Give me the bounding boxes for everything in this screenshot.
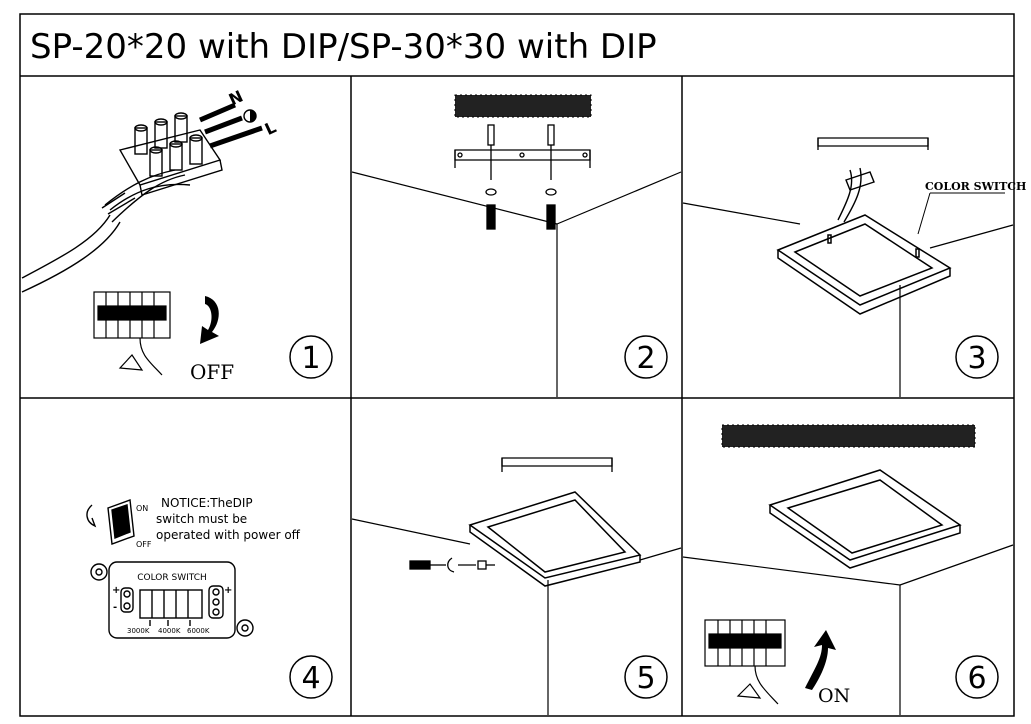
notice-line-1: NOTICE:TheDIP bbox=[161, 496, 253, 510]
rocker-switch-icon bbox=[86, 499, 135, 545]
off-arrow-icon bbox=[200, 296, 219, 344]
page-title: SP-20*20 with DIP/SP-30*30 with DIP bbox=[30, 27, 657, 67]
breaker-illustration bbox=[704, 619, 786, 705]
color-switch-box-title: COLOR SWITCH bbox=[137, 573, 207, 583]
step-number-circle-2 bbox=[624, 335, 668, 379]
on-arrow-icon bbox=[805, 630, 836, 690]
speckle-bar bbox=[721, 424, 976, 448]
notice-line-2: switch must be bbox=[156, 512, 247, 526]
speckle-bar bbox=[454, 94, 592, 118]
room-corner bbox=[351, 171, 682, 397]
rocker-off-label: OFF bbox=[136, 540, 152, 549]
step-number-3: 3 bbox=[967, 341, 986, 376]
temp-label-6000k: 6000K bbox=[187, 627, 210, 635]
mounting-bracket bbox=[454, 149, 591, 168]
panel-3: COLOR SWITCH 3 bbox=[682, 137, 1026, 397]
step-number-circle-4 bbox=[289, 655, 333, 699]
notice-line-3: operated with power off bbox=[156, 528, 301, 542]
panel-light bbox=[768, 469, 962, 569]
action-label-on: ON bbox=[818, 685, 850, 707]
step-number-circle-3 bbox=[955, 335, 999, 379]
step-number-1: 1 bbox=[301, 341, 320, 376]
step-number-circle-6 bbox=[955, 655, 999, 699]
panel-6: ON 6 bbox=[682, 424, 1014, 715]
mounting-bracket bbox=[501, 457, 613, 472]
earth-symbol bbox=[243, 109, 257, 123]
step-number-4: 4 bbox=[301, 661, 320, 696]
mounting-bracket bbox=[817, 137, 929, 150]
panel-light bbox=[776, 214, 952, 315]
room-corner bbox=[682, 202, 1014, 397]
temp-label-3000k: 3000K bbox=[127, 627, 150, 635]
plus-sign-right: + bbox=[224, 585, 232, 596]
screws-and-anchors bbox=[485, 124, 557, 230]
rocker-on-label: ON bbox=[136, 504, 148, 513]
step-number-circle-5 bbox=[624, 655, 668, 699]
cable-illustration bbox=[21, 102, 263, 293]
wires bbox=[837, 167, 875, 223]
step-number-6: 6 bbox=[967, 661, 986, 696]
frame bbox=[19, 13, 1015, 717]
panel-5: 5 bbox=[351, 457, 682, 715]
room-corner bbox=[351, 518, 682, 715]
temp-label-4000k: 4000K bbox=[158, 627, 181, 635]
callout-leader bbox=[917, 192, 931, 235]
color-switch-box bbox=[90, 561, 254, 639]
step-number-circle-1 bbox=[289, 335, 333, 379]
step-number-5: 5 bbox=[636, 661, 655, 696]
screwdriver-icon bbox=[409, 557, 495, 573]
action-label-off: OFF bbox=[190, 360, 234, 384]
plus-sign-left: + bbox=[112, 585, 120, 596]
panel-4: ON OFF NOTICE:TheDIP switch must be oper… bbox=[86, 496, 333, 699]
panel-2: 2 bbox=[351, 94, 682, 397]
room-corner bbox=[682, 544, 1014, 715]
panel-1: N L OFF 1 bbox=[21, 86, 333, 384]
color-switch-callout: COLOR SWITCH bbox=[925, 180, 1026, 193]
panel-light bbox=[468, 491, 642, 587]
wire-label-l: L bbox=[262, 117, 279, 139]
breaker-illustration bbox=[93, 291, 171, 376]
minus-sign-left: - bbox=[113, 602, 117, 613]
step-number-2: 2 bbox=[636, 341, 655, 376]
